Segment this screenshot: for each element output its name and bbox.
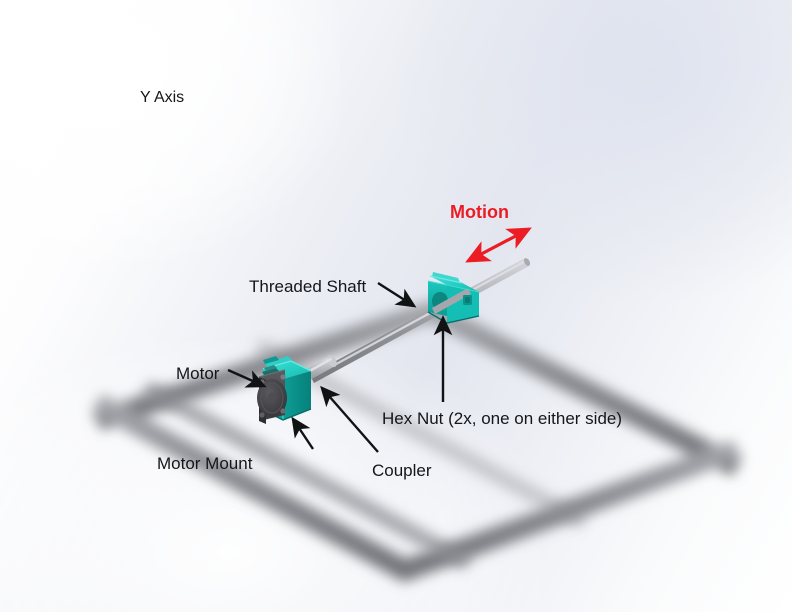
label-motor: Motor	[176, 364, 220, 383]
label-coupler: Coupler	[372, 461, 432, 480]
motion-double-arrow	[465, 227, 532, 263]
background-glow-top-left	[0, 0, 340, 260]
page-title: Y Axis	[140, 89, 185, 106]
motor-mount-leader-arrow	[291, 416, 314, 450]
coupler-leader-arrow	[320, 385, 379, 453]
threaded-shaft-leader-arrow	[377, 281, 417, 308]
motor-leader-arrow	[227, 368, 267, 388]
label-motion: Motion	[450, 202, 509, 222]
label-hex-nut: Hex Nut (2x, one on either side)	[382, 409, 623, 428]
label-motor-mount: Motor Mount	[157, 454, 253, 473]
background-glow-top-right	[392, 0, 792, 300]
label-threaded-shaft: Threaded Shaft	[249, 277, 367, 296]
